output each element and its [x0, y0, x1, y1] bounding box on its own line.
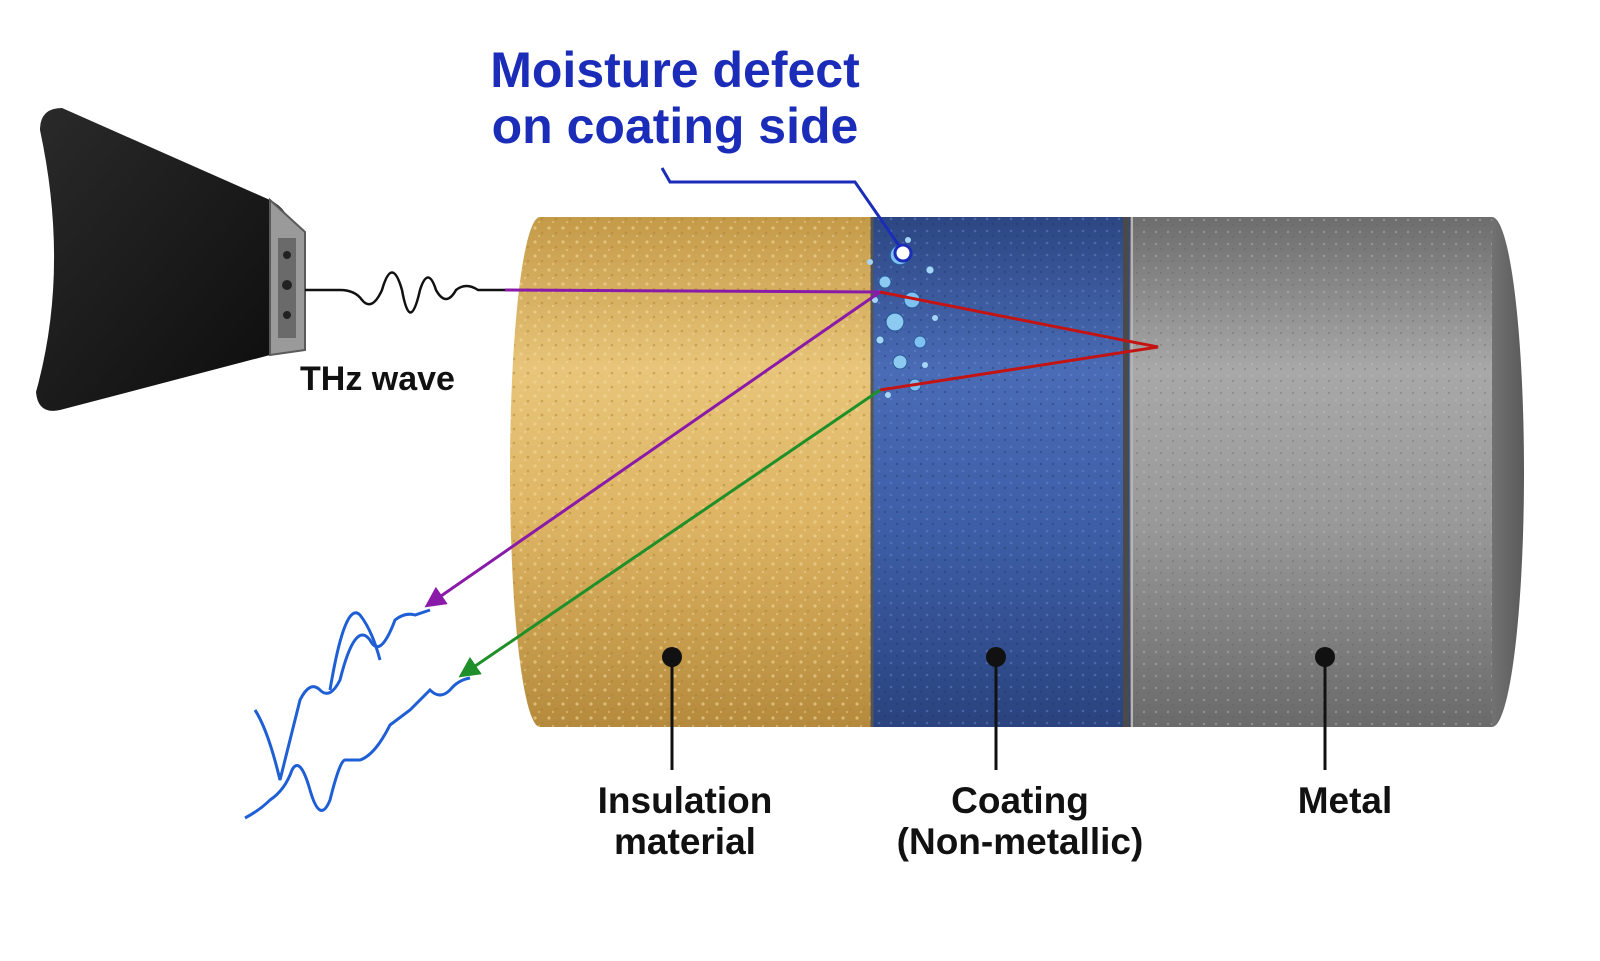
- metal-reflection-ray: [879, 290, 1159, 392]
- insulation-label-line1: Insulation: [597, 780, 773, 821]
- insulation-pointer: [662, 647, 682, 770]
- thz-wave-label: THz wave: [300, 360, 455, 398]
- reflected-ray-metal: [458, 388, 881, 678]
- incident-ray: [504, 288, 881, 294]
- insulation-label-line2: material: [614, 821, 756, 863]
- coating-label-line1: Coating: [951, 780, 1089, 821]
- defect-title-line1: Moisture defect: [490, 42, 860, 98]
- insulation-left-face-texture: [510, 217, 570, 727]
- coating-label: Coating (Non-metallic): [885, 780, 1155, 863]
- metal-pointer: [1315, 647, 1335, 770]
- insulation-label: Insulation material: [565, 780, 805, 863]
- defect-title-line2: on coating side: [491, 98, 859, 154]
- received-signal-surface: [253, 608, 431, 781]
- received-signal-metal: [244, 676, 471, 820]
- coating-label-line2: (Non-metallic): [896, 821, 1144, 863]
- metal-label-line1: Metal: [1297, 780, 1393, 821]
- defect-title: Moisture defect on coating side: [470, 42, 880, 154]
- metal-label: Metal: [1270, 780, 1420, 821]
- thz-pulse-waveform: [305, 271, 510, 314]
- thz-transceiver-device-icon: [36, 108, 306, 411]
- defect-callout-marker: [893, 243, 913, 263]
- coating-pointer: [986, 647, 1006, 770]
- reflected-ray-surface: [424, 290, 881, 608]
- insulation-texture: [540, 217, 872, 727]
- pipe-cylinder: [510, 217, 1524, 727]
- metal-texture: [1130, 217, 1492, 727]
- defect-callout-line: [660, 167, 902, 248]
- received-signal-peak: [328, 611, 382, 691]
